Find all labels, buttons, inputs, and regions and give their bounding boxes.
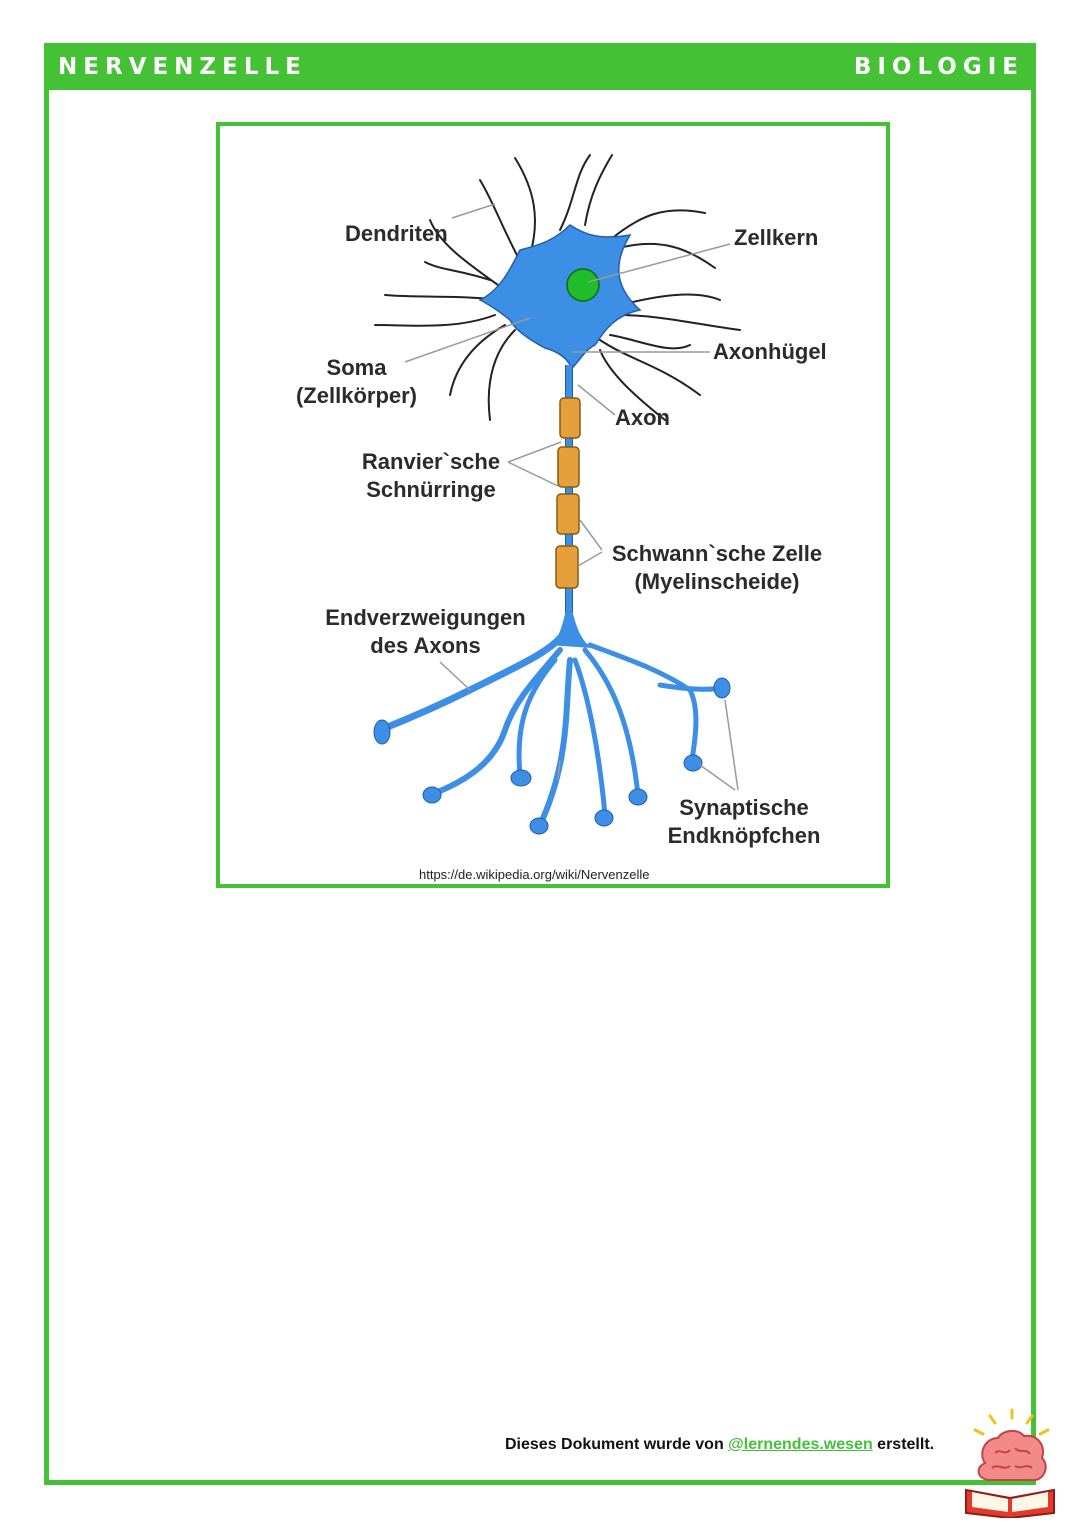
soma [478,224,642,370]
label-endverzweigungen-line2: des Axons [370,633,481,658]
label-zellkern: Zellkern [734,225,819,250]
label-dendriten: Dendriten [345,221,448,246]
dendrites [374,154,741,421]
subject-label: BIOLOGIE [853,54,1024,80]
label-endverzweigungen: Endverzweigungen des Axons [318,604,533,660]
label-axonhuegel: Axonhügel [713,339,827,364]
label-schwann-line2: (Myelinscheide) [634,569,800,594]
page-title: NERVENZELLE [58,54,307,80]
label-synaptische-line1: Synaptische [679,795,809,820]
label-soma-line1: Soma [326,355,387,380]
label-ranvier-line1: Ranvier`sche [361,449,501,474]
label-schwann-line1: Schwann`sche Zelle [611,541,823,566]
brain-book-icon [965,1408,1055,1518]
label-schwann: Schwann`sche Zelle (Myelinscheide) [603,540,831,596]
footer-handle-link[interactable]: @lernendes.wesen [728,1436,873,1453]
axon-hillock-cone [548,610,592,648]
footer-credit: Dieses Dokument wurde von @lernendes.wes… [505,1436,934,1454]
axon-terminals [381,626,723,828]
label-synaptische-line2: Endknöpfchen [667,823,821,848]
myelin-sheaths [555,397,581,589]
nucleus [566,268,600,302]
label-ranvier: Ranvier`sche Schnürringe [355,448,507,504]
label-soma-line2: (Zellkörper) [295,383,418,408]
label-axon: Axon [615,405,670,430]
pointer-lines [404,203,739,791]
source-url: https://de.wikipedia.org/wiki/Nervenzell… [419,867,650,882]
footer-suffix: erstellt. [877,1436,935,1453]
synaptic-boutons [373,677,731,835]
label-synaptische: Synaptische Endknöpfchen [660,794,828,850]
label-soma: Soma (Zellkörper) [294,354,419,410]
label-endverzweigungen-line1: Endverzweigungen [325,605,526,630]
header-bar [44,43,1036,90]
footer-prefix: Dieses Dokument wurde von [505,1436,724,1453]
label-ranvier-line2: Schnürringe [366,477,496,502]
